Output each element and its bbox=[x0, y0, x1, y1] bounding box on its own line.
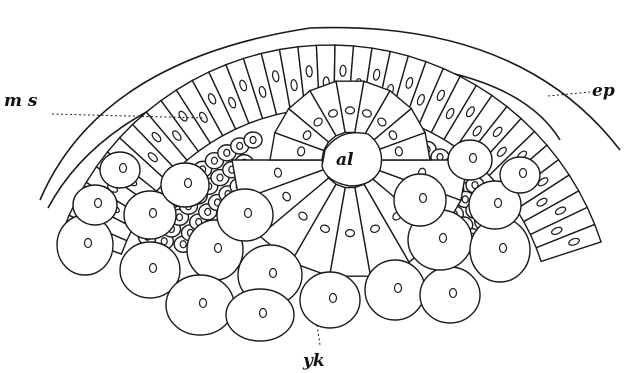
mesoblast-cell bbox=[244, 132, 262, 148]
yk-leader-line bbox=[317, 325, 320, 345]
label-ms: m s bbox=[4, 91, 38, 111]
label-yk: yk bbox=[302, 351, 325, 371]
ep-leader-line bbox=[548, 92, 590, 96]
label-ep: ep bbox=[592, 81, 615, 101]
label-al: al bbox=[336, 150, 354, 170]
